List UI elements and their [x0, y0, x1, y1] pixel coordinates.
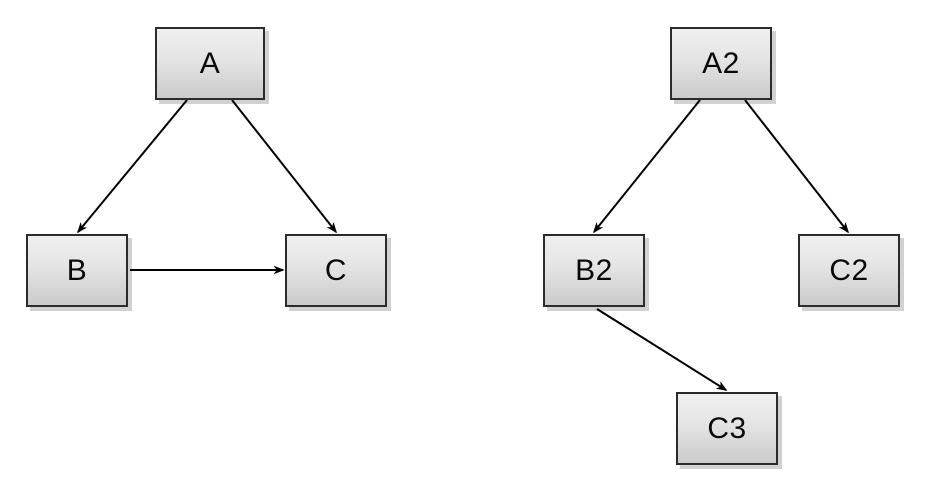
- node-label-b: B: [66, 253, 88, 287]
- edge-b2-to-c3[interactable]: [596, 308, 726, 390]
- edge-a2-to-c2[interactable]: [744, 99, 848, 232]
- node-a[interactable]: A: [155, 27, 265, 100]
- node-b[interactable]: B: [26, 234, 128, 307]
- node-c[interactable]: C: [285, 234, 387, 307]
- node-c2[interactable]: C2: [798, 234, 900, 307]
- node-a2[interactable]: A2: [670, 27, 772, 100]
- node-label-c3: C3: [707, 411, 747, 445]
- edge-a-to-b[interactable]: [78, 99, 188, 232]
- node-label-a2: A2: [702, 46, 740, 80]
- node-b2[interactable]: B2: [543, 234, 645, 307]
- node-label-c2: C2: [829, 253, 869, 287]
- node-label-c: C: [324, 253, 348, 287]
- edge-a2-to-b2[interactable]: [594, 99, 701, 232]
- node-label-a: A: [199, 46, 221, 80]
- node-c3[interactable]: C3: [676, 392, 778, 465]
- node-label-b2: B2: [575, 253, 613, 287]
- edge-a-to-c[interactable]: [231, 99, 336, 232]
